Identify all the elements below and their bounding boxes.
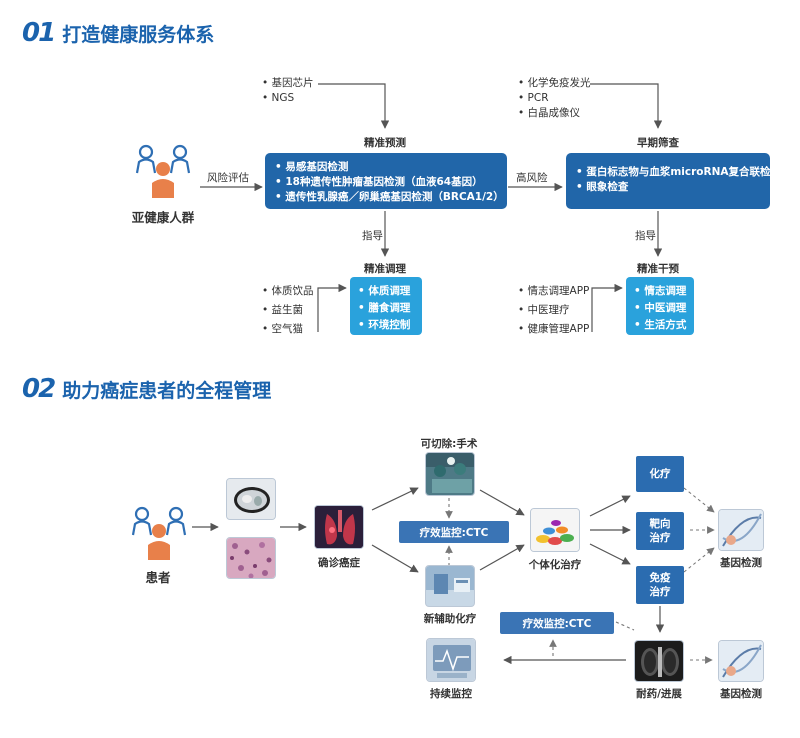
- precise-conditioning-box: • 体质调理 • 膳食调理 • 环境控制: [350, 277, 422, 335]
- pathology-slide-image: [226, 537, 276, 579]
- ct-scan-image: [226, 478, 276, 520]
- continuous-monitor-label: 持续监控: [430, 688, 472, 700]
- top-left-tech-list: • 基因芯片 • NGS: [262, 76, 314, 106]
- precise-intervention-heading: 精准干预: [637, 263, 679, 275]
- gene-test-image-2: [718, 640, 764, 682]
- intervention-item: • 情志调理: [634, 285, 687, 297]
- intervention-side-list: • 情志调理APP • 中医理疗 • 健康管理APP: [518, 282, 589, 339]
- guide-label-left: 指导: [362, 230, 383, 242]
- diagnosis-image: [314, 505, 364, 549]
- person-group-icon: [135, 143, 191, 199]
- screening-item: • 眼象检查: [576, 181, 629, 193]
- conditioning-side-list: • 体质饮品 • 益生菌 • 空气猫: [262, 282, 314, 339]
- tech-item: • 白晶成像仪: [518, 107, 581, 119]
- neoadjuvant-label: 新辅助化疗: [423, 613, 477, 625]
- immunotherapy-text: 免疫 治疗: [649, 572, 671, 598]
- conditioning-item: • 体质调理: [358, 285, 411, 297]
- intervention-side-item: • 中医理疗: [518, 304, 570, 316]
- intervention-item: • 中医调理: [634, 302, 687, 314]
- tech-item: • NGS: [262, 92, 295, 104]
- chemotherapy-box: 化疗: [636, 456, 684, 492]
- precise-intervention-box: • 情志调理 • 中医调理 • 生活方式: [626, 277, 694, 335]
- efficacy-monitor-ctc-2: 疗效监控:CTC: [500, 612, 614, 634]
- surgery-image: [425, 452, 475, 496]
- screening-item: • 蛋白标志物与血浆microRNA复合联检: [576, 166, 771, 178]
- section2-title: 助力癌症患者的全程管理: [62, 379, 272, 402]
- early-screening-box: • 蛋白标志物与血浆microRNA复合联检 • 眼象检查: [566, 153, 771, 209]
- subhealth-group-label: 亚健康人群: [131, 210, 195, 225]
- conditioning-item: • 膳食调理: [358, 302, 411, 314]
- efficacy-monitor-ctc-1: 疗效监控:CTC: [399, 521, 509, 543]
- gene-test-label-1: 基因检测: [720, 557, 762, 569]
- early-screening-heading: 早期筛查: [637, 137, 679, 149]
- prediction-item: • 18种遗传性肿瘤基因检测（血液64基因）: [275, 176, 483, 188]
- guide-label-right: 指导: [635, 230, 656, 242]
- gene-test-image-1: [718, 509, 764, 551]
- tech-item: • 基因芯片: [262, 77, 314, 89]
- resistance-progression-label: 耐药/进展: [636, 688, 682, 700]
- patient-icon: [131, 505, 187, 561]
- prediction-item: • 遗传性乳腺癌／卵巢癌基因检测（BRCA1/2）: [275, 191, 504, 203]
- risk-assessment-label: 风险评估: [207, 172, 249, 184]
- intervention-side-item: • 健康管理APP: [518, 323, 590, 335]
- neoadjuvant-image: [425, 565, 475, 607]
- resistance-progression-image: [634, 640, 684, 682]
- immunotherapy-box: 免疫 治疗: [636, 566, 684, 604]
- gene-test-label-2: 基因检测: [720, 688, 762, 700]
- conditioning-item: • 环境控制: [358, 319, 411, 331]
- targeted-therapy-box: 靶向 治疗: [636, 512, 684, 550]
- intervention-side-item: • 情志调理APP: [518, 285, 590, 297]
- high-risk-label: 高风险: [516, 172, 548, 184]
- personalized-treatment-label: 个体化治疗: [528, 559, 582, 571]
- section1-header: 01 打造健康服务体系: [22, 18, 214, 48]
- precise-prediction-box: • 易感基因检测 • 18种遗传性肿瘤基因检测（血液64基因） • 遗传性乳腺癌…: [265, 153, 507, 209]
- precise-conditioning-heading: 精准调理: [364, 263, 406, 275]
- personalized-treatment-image: [530, 508, 580, 552]
- section1-title: 打造健康服务体系: [62, 23, 215, 46]
- patient-label: 患者: [145, 570, 171, 585]
- continuous-monitor-image: [426, 638, 476, 682]
- tech-item: • 化学免疫发光: [518, 77, 591, 89]
- section2-number: 02: [22, 374, 56, 404]
- conditioning-side-item: • 体质饮品: [262, 285, 314, 297]
- top-right-tech-list: • 化学免疫发光 • PCR • 白晶成像仪: [518, 76, 591, 121]
- section1-number: 01: [22, 18, 56, 48]
- precise-prediction-heading: 精准预测: [364, 137, 406, 149]
- conditioning-side-item: • 益生菌: [262, 304, 304, 316]
- diagnose-cancer-label: 确诊癌症: [318, 557, 360, 569]
- tech-item: • PCR: [518, 92, 549, 104]
- surgery-label: 可切除:手术: [420, 438, 478, 450]
- intervention-item: • 生活方式: [634, 319, 687, 331]
- conditioning-side-item: • 空气猫: [262, 323, 304, 335]
- targeted-therapy-text: 靶向 治疗: [649, 518, 671, 544]
- section2-header: 02 助力癌症患者的全程管理: [22, 374, 271, 404]
- prediction-item: • 易感基因检测: [275, 161, 349, 173]
